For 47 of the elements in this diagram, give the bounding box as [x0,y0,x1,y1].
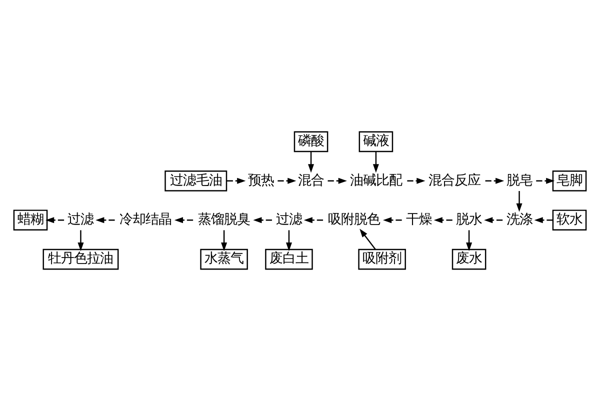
arrow [516,190,522,212]
arrow [328,177,347,184]
node-box: 皂脚 [552,170,587,191]
arrow [372,151,379,172]
node-text: 干燥 [406,211,432,228]
arrow [485,177,504,184]
node-text: 预热 [248,172,274,188]
node-box: 牡丹色拉油 [42,248,119,270]
arrow [226,177,246,184]
node-text: 过滤 [68,211,94,228]
arrow [286,230,292,251]
node-text: 蒸馏脱臭 [198,211,250,228]
node-box: 蜡糊 [13,209,48,230]
node-text: 过滤 [276,211,302,228]
arrow [174,216,194,223]
node-text: 油碱比配 [350,172,402,188]
arrow [304,216,324,223]
arrow [308,151,314,172]
arrow [383,216,402,223]
node-text: 脱水 [456,211,482,228]
arrow [536,177,555,184]
node-text: 脱皂 [506,172,532,188]
node-box: 废白土 [265,248,313,270]
arrow [78,230,84,251]
arrow [96,216,115,223]
node-text: 吸附脱色 [328,211,380,228]
arrow [221,230,228,251]
node-box: 碱液 [358,130,394,152]
node-text: 洗涤 [506,211,532,228]
arrow [484,216,503,223]
arrow [360,228,376,250]
arrow [466,230,472,251]
node-text: 冷却结晶 [120,211,172,228]
arrow [434,216,452,223]
node-box: 磷酸 [294,130,328,152]
node-box: 吸附剂 [358,248,406,270]
arrow [534,216,553,223]
node-box: 过滤毛油 [164,170,228,191]
node-box: 软水 [552,209,587,230]
node-text: 混合 [298,172,324,188]
arrow [278,177,296,184]
node-box: 水蒸气 [200,248,248,270]
node-box: 废水 [452,248,486,270]
arrow [407,177,426,184]
node-text: 混合反应 [428,172,480,188]
arrow [46,216,64,223]
arrow [253,216,272,223]
